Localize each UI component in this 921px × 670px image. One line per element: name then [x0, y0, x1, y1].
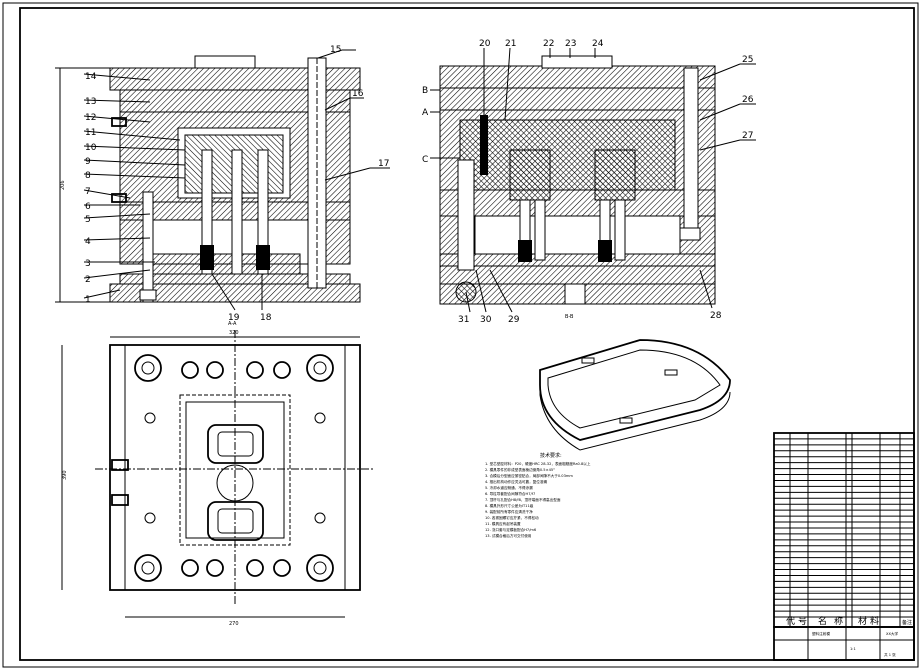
callout-26: 26 — [742, 95, 754, 105]
tech-line: 12. 浇口套与定模板配合H7/m6 — [485, 527, 537, 532]
callout-6: 6 — [85, 202, 91, 212]
bom-h-code1: 代 — [786, 616, 795, 627]
left-callout-leaders — [83, 73, 186, 299]
section-aa-label: A-A — [228, 321, 237, 327]
plane-a: A — [422, 108, 429, 118]
part-isometric — [539, 339, 731, 451]
callout-12: 12 — [85, 113, 96, 123]
callout-20: 20 — [479, 39, 491, 49]
callout-30: 30 — [480, 315, 492, 325]
sheet-count: 共 1 张 — [884, 652, 896, 657]
callout-16: 16 — [352, 89, 364, 99]
section-bb-label: B-B — [565, 314, 574, 320]
dim-plan-width: 320 — [229, 330, 239, 336]
drawing-frame — [19, 7, 915, 661]
tech-line: 5. 冷却水道应畅通，不得渗漏 — [485, 485, 533, 490]
callout-22: 22 — [543, 39, 554, 49]
tech-line: 2. 模具零件的非成型表面棱边倒角0.5×45° — [485, 467, 555, 472]
bom-h-remark: 备注 — [902, 619, 912, 626]
tech-notes: 1. 型芯型腔材料：P20，硬度HRC 28-32，表面粗糙度Ra0.8以上 2… — [485, 461, 591, 538]
dim-plan-height: 390 — [62, 470, 68, 480]
callout-23: 23 — [565, 39, 576, 49]
bom-header: 代 号 名 称 材 料 备注 — [786, 615, 912, 627]
callout-24: 24 — [592, 39, 604, 49]
school-name: XX大学 — [886, 631, 899, 636]
callout-3: 3 — [85, 259, 91, 269]
callout-8: 8 — [85, 171, 91, 181]
callout-4: 4 — [85, 237, 91, 247]
callout-31: 31 — [458, 315, 469, 325]
plane-c: C — [422, 155, 428, 165]
callout-17: 17 — [378, 159, 389, 169]
side-section-view — [439, 55, 716, 305]
callout-11: 11 — [85, 128, 96, 138]
tech-line: 4. 推出机构动作应灵活可靠，复位准确 — [485, 479, 547, 484]
callout-21: 21 — [505, 39, 516, 49]
callout-1: 1 — [85, 295, 91, 305]
front-section-view — [109, 55, 361, 303]
callout-29: 29 — [508, 315, 520, 325]
tech-line: 9. 装配前所有零件应清洗干净 — [485, 509, 533, 514]
plane-b: B — [422, 86, 428, 96]
dim-plan-bottom: 270 — [229, 621, 239, 627]
bill-of-materials — [773, 432, 915, 628]
callout-27: 27 — [742, 131, 753, 141]
dim-front-height: 206 — [60, 180, 66, 190]
scale-value: 1:1 — [850, 647, 856, 651]
callout-18: 18 — [260, 313, 272, 323]
tech-line: 1. 型芯型腔材料：P20，硬度HRC 28-32，表面粗糙度Ra0.8以上 — [485, 461, 591, 466]
tech-line: 6. 导柱导套配合间隙符合H7/f7 — [485, 491, 535, 496]
bom-h-code2: 号 — [798, 616, 807, 627]
tech-line: 8. 模具外形尺寸公差为IT11级 — [485, 503, 534, 508]
callout-19: 19 — [228, 313, 240, 323]
bom-h-name1: 名 — [818, 615, 827, 627]
bom-h-mat2: 料 — [870, 615, 879, 627]
title-block: 塑料注射模 XX大学 1:1 共 1 张 — [773, 626, 915, 661]
tech-line: 13. 试模合格后方可交付使用 — [485, 533, 532, 538]
tech-line: 11. 模具应有起吊装置 — [485, 521, 521, 526]
drawing-name: 塑料注射模 — [812, 631, 830, 636]
callout-9: 9 — [85, 157, 91, 167]
tech-line: 3. 合模后分型面应紧密贴合，局部间隙不大于0.03mm — [485, 473, 573, 478]
callout-15: 15 — [330, 45, 341, 55]
callout-14: 14 — [85, 72, 97, 82]
tech-line: 10. 各紧固螺钉应拧紧，不得松动 — [485, 515, 539, 520]
tech-line: 7. 顶杆与孔配合H8/f8，顶杆端面不得高出型面 — [485, 497, 561, 502]
callout-28: 28 — [710, 311, 722, 321]
bom-h-mat1: 材 — [858, 615, 867, 627]
callout-2: 2 — [85, 275, 91, 285]
callout-25: 25 — [742, 55, 753, 65]
callout-7: 7 — [85, 187, 91, 197]
callout-13: 13 — [85, 97, 96, 107]
callout-5: 5 — [85, 215, 91, 225]
callout-10: 10 — [85, 143, 97, 153]
tech-title: 技术要求: — [540, 452, 562, 459]
plan-view — [95, 330, 375, 605]
bom-h-name2: 称 — [834, 615, 843, 627]
